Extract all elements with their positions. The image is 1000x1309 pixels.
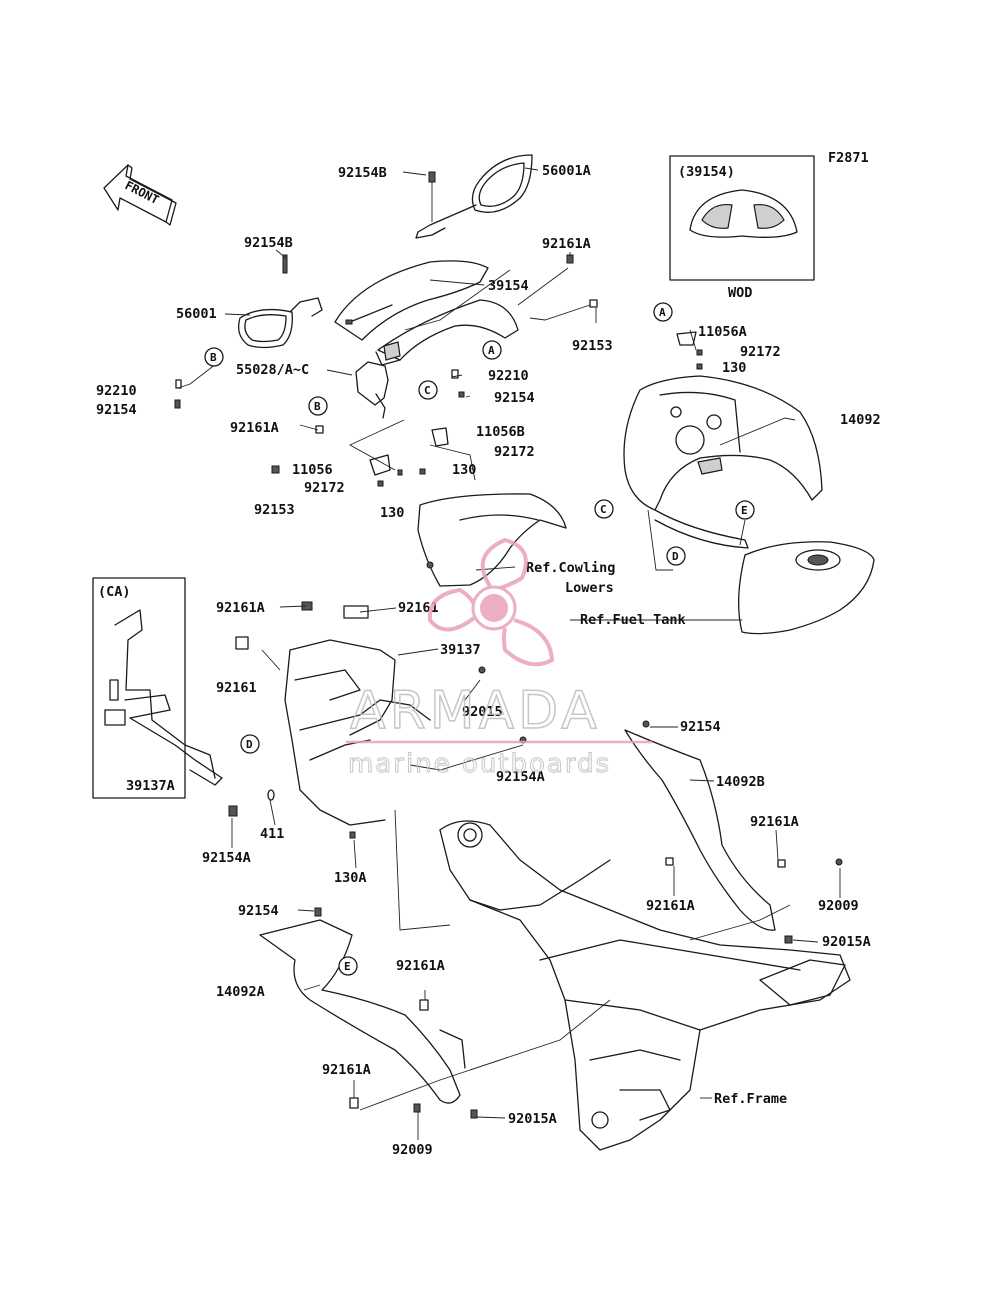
upper-inner-cover bbox=[375, 299, 519, 366]
label-56001A: 56001A bbox=[542, 163, 591, 179]
label-92161A-bottom: 92161A bbox=[322, 1062, 371, 1078]
label-92154-mid: 92154 bbox=[494, 390, 535, 406]
windshield bbox=[334, 260, 489, 341]
svg-text:B: B bbox=[314, 400, 321, 413]
watermark-brand: ARMADA bbox=[350, 681, 601, 741]
callout-c-right: C bbox=[594, 499, 614, 519]
callout-b-top: B bbox=[204, 347, 224, 367]
label-92154A-mid: 92154A bbox=[496, 769, 545, 785]
label-92154B-top: 92154B bbox=[338, 165, 387, 181]
label-11056A: 11056A bbox=[698, 324, 747, 340]
mirror-left bbox=[237, 254, 323, 349]
label-11056B: 11056B bbox=[476, 424, 525, 440]
callout-a-right: A bbox=[653, 302, 673, 322]
label-130A: 130A bbox=[334, 870, 367, 886]
label-92154B-left: 92154B bbox=[244, 235, 293, 251]
propeller-logo-icon bbox=[427, 537, 555, 667]
label-92153-right: 92153 bbox=[572, 338, 613, 354]
inset-bracket-caption: 39137A bbox=[126, 778, 175, 794]
upper-fasteners bbox=[174, 254, 703, 487]
label-92161A-top: 92161A bbox=[542, 236, 591, 252]
label-11056: 11056 bbox=[292, 462, 333, 478]
callout-d-left: D bbox=[240, 734, 260, 754]
inset-windshield-title: (39154) bbox=[678, 164, 735, 180]
label-14092: 14092 bbox=[840, 412, 881, 428]
label-92015A-bottom: 92015A bbox=[508, 1111, 557, 1127]
watermark-tagline: marine outboards bbox=[348, 749, 611, 779]
label-92015: 92015 bbox=[462, 704, 503, 720]
svg-text:C: C bbox=[424, 384, 431, 397]
part-labels: 92154B 56001A 92154B 92161A 39154 56001 … bbox=[96, 163, 881, 1158]
side-cover-left bbox=[259, 907, 478, 1119]
label-92172-mid: 92172 bbox=[494, 444, 535, 460]
label-92009-right: 92009 bbox=[818, 898, 859, 914]
svg-text:E: E bbox=[741, 504, 748, 517]
svg-text:B: B bbox=[210, 351, 217, 364]
mirror-right bbox=[415, 154, 533, 239]
leader-lines bbox=[177, 167, 841, 1140]
label-92161A-left: 92161A bbox=[230, 420, 279, 436]
fuel-tank-ref bbox=[737, 541, 875, 635]
side-cover-right bbox=[624, 720, 843, 944]
svg-text:E: E bbox=[344, 960, 351, 973]
label-130-low: 130 bbox=[380, 505, 404, 521]
ref-fuel-tank: Ref.Fuel Tank bbox=[580, 612, 686, 628]
ref-cowling-1: Ref.Cowling bbox=[526, 560, 615, 576]
label-14092A: 14092A bbox=[216, 984, 265, 1000]
svg-text:D: D bbox=[246, 738, 253, 751]
upper-frame-bracket bbox=[228, 601, 527, 839]
svg-text:C: C bbox=[600, 503, 607, 516]
svg-text:A: A bbox=[488, 344, 495, 357]
svg-text:D: D bbox=[672, 550, 679, 563]
label-92161A-r2: 92161A bbox=[646, 898, 695, 914]
inset-windshield-caption: WOD bbox=[728, 285, 752, 301]
meter-cover bbox=[623, 375, 823, 549]
meter-bracket bbox=[355, 361, 389, 419]
label-14092B: 14092B bbox=[716, 774, 765, 790]
label-56001: 56001 bbox=[176, 306, 217, 322]
label-92009-bottom: 92009 bbox=[392, 1142, 433, 1158]
callout-a-top: A bbox=[482, 340, 502, 360]
figure-id: F2871 bbox=[828, 150, 869, 166]
callout-e-low: E bbox=[338, 956, 358, 976]
inset-bracket-variant: (CA) 39137A bbox=[92, 577, 223, 799]
label-92161A-r1: 92161A bbox=[750, 814, 799, 830]
label-92161A-low: 92161A bbox=[396, 958, 445, 974]
inset-windshield-variant: (39154) WOD bbox=[669, 155, 815, 301]
label-92172-top: 92172 bbox=[740, 344, 781, 360]
label-92172-left: 92172 bbox=[304, 480, 345, 496]
label-92154-low: 92154 bbox=[238, 903, 279, 919]
cowling-lower-ref bbox=[417, 493, 567, 587]
label-92015A-right: 92015A bbox=[822, 934, 871, 950]
label-39137: 39137 bbox=[440, 642, 481, 658]
callout-d-right: D bbox=[666, 546, 686, 566]
label-92153-left: 92153 bbox=[254, 502, 295, 518]
main-frame-ref bbox=[439, 820, 851, 1151]
svg-text:A: A bbox=[659, 306, 666, 319]
callout-markers: A A B B C C D D bbox=[204, 302, 755, 976]
label-92161-b: 92161 bbox=[216, 680, 257, 696]
label-92210-right: 92210 bbox=[488, 368, 529, 384]
label-92154-right: 92154 bbox=[680, 719, 721, 735]
ref-cowling-2: Lowers bbox=[565, 580, 614, 596]
label-39154: 39154 bbox=[488, 278, 529, 294]
callout-b-mid: B bbox=[308, 396, 328, 416]
label-130-top: 130 bbox=[722, 360, 746, 376]
label-92154-left: 92154 bbox=[96, 402, 137, 418]
watermark: ARMADA marine outboards bbox=[346, 537, 652, 780]
label-92210-left: 92210 bbox=[96, 383, 137, 399]
callout-c-mid: C bbox=[418, 380, 438, 400]
callout-e-right: E bbox=[735, 500, 755, 520]
label-92154A-left: 92154A bbox=[202, 850, 251, 866]
front-arrow-icon: FRONT bbox=[103, 164, 177, 226]
label-55028: 55028/A~C bbox=[236, 362, 309, 378]
label-92161A-frame: 92161A bbox=[216, 600, 265, 616]
label-130-mid: 130 bbox=[452, 462, 476, 478]
label-411: 411 bbox=[260, 826, 284, 842]
inset-bracket-title: (CA) bbox=[98, 584, 131, 600]
ref-frame: Ref.Frame bbox=[714, 1091, 787, 1107]
